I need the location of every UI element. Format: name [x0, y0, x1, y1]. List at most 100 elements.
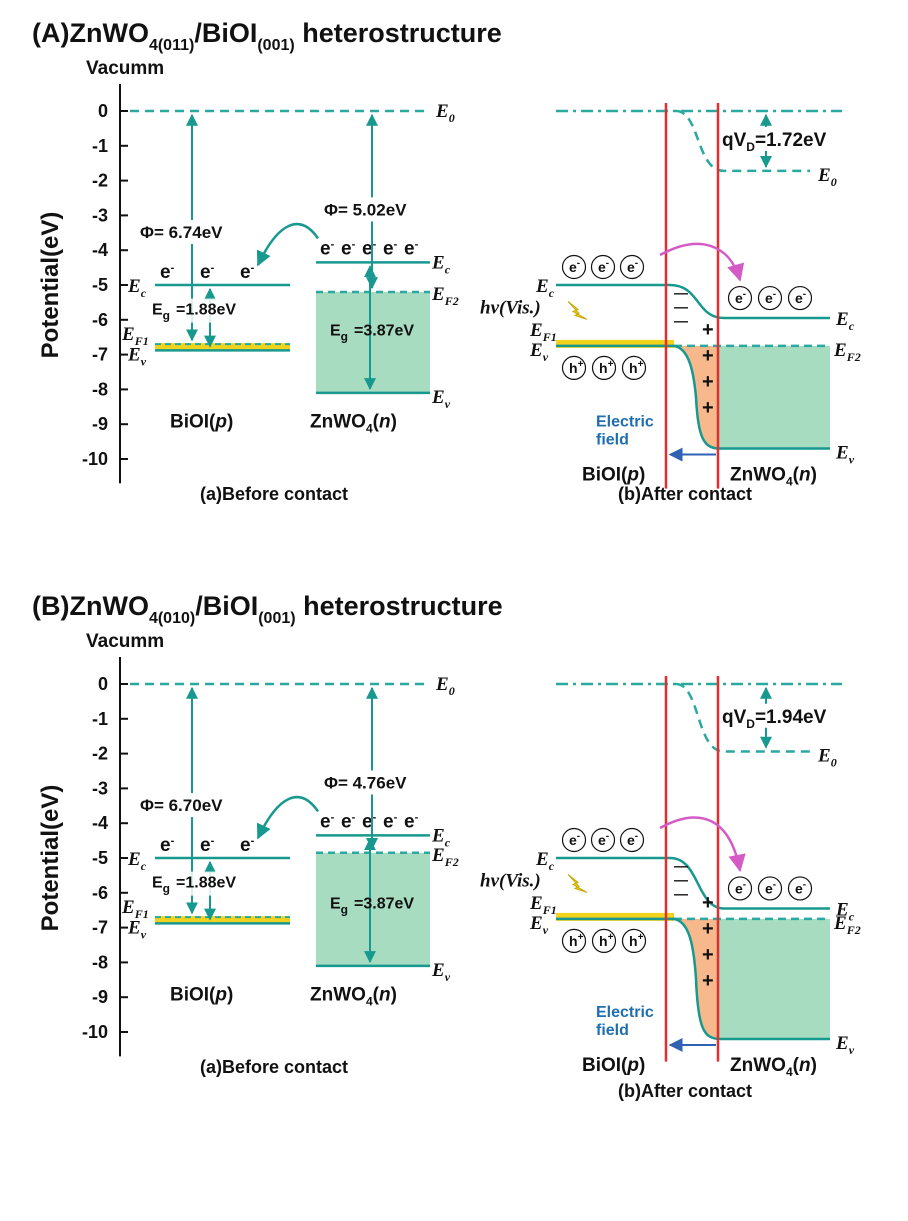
e0-after-label-sub: 0: [831, 175, 837, 189]
y-tick-label: 0: [98, 674, 108, 694]
hole-circle-text: h+: [629, 359, 644, 376]
znwo-ec-label: Ec: [431, 825, 451, 849]
biol-ev-label-sub: v: [141, 927, 147, 941]
e0-after-label-sub: 0: [831, 756, 837, 770]
biol-label-type: p: [214, 412, 227, 433]
znwo-electron: e-: [320, 811, 335, 832]
biol-eg-value: =1.88eV: [176, 875, 236, 892]
biol-eg-prefix: Eg: [152, 875, 170, 896]
biol-electron-3-letter: e: [240, 835, 251, 856]
znwo-label-part: (: [793, 465, 800, 486]
hole-circle-ring: [561, 928, 587, 954]
after-ev-right-label-main: E: [835, 443, 849, 464]
hole-circle-charge: +: [638, 932, 644, 943]
znwo-after-fill: [716, 345, 830, 449]
biol-label-type: p: [214, 985, 227, 1006]
znwo-label-part: ZnWO: [310, 412, 366, 433]
electron-circle-right-charge: -: [743, 879, 746, 890]
biol-ef1-label-sub: F1: [134, 334, 149, 348]
hole-circle-text: h+: [569, 359, 584, 376]
eg-bg: [150, 871, 250, 896]
after-ef2-label-sub: F2: [846, 923, 861, 937]
biol-electron-1: e-: [160, 262, 175, 283]
electron-circle-left-text: e-: [627, 258, 638, 275]
lightning-icon: [567, 874, 588, 893]
y-tick-label: -9: [92, 987, 108, 1007]
negative-charge: —: [674, 885, 688, 901]
photoelectron-transfer-arrow: [659, 816, 746, 873]
biol-electron-2-letter: e: [200, 835, 211, 856]
title-part: heterostructure: [295, 18, 502, 48]
electron-circle-left: e-: [619, 827, 645, 853]
znwo-ef2-label-main: E: [431, 284, 445, 305]
hole-circle: h+: [561, 928, 587, 954]
after-ec-left-label: Ec: [535, 276, 555, 300]
biol-eg-prefix-main: E: [152, 302, 163, 319]
biol-label-part: ): [227, 412, 233, 433]
electron-circle-right-text: e-: [765, 289, 776, 306]
znwo-electron: e-: [341, 238, 356, 259]
znwo-label-type: n: [379, 412, 391, 433]
hole-circle-letter: h: [569, 933, 578, 949]
eg-bg: [150, 298, 250, 323]
title-part: (A)ZnWO: [32, 18, 149, 48]
after-ef1-label-main: E: [529, 893, 543, 914]
electron-circle-left-charge: -: [577, 831, 580, 842]
lightning-icon: [567, 301, 588, 320]
electron-circle-left-letter: e: [598, 832, 606, 848]
znwo-electron: e-: [404, 811, 419, 832]
biol-material-label: BiOI(p): [170, 985, 233, 1006]
znwo-label-part: ): [811, 465, 817, 486]
panel-title: (B)ZnWO4(010)/BiOI(001) heterostructure: [32, 591, 503, 627]
znwo-material-label: ZnWO4(n): [310, 412, 397, 436]
electron-circle-right-ring: [727, 876, 753, 901]
biol-label-part: BiOI(: [582, 465, 628, 486]
title-sub: 4(011): [149, 37, 194, 54]
hole-circle-ring: [591, 355, 617, 380]
znwo-electron-charge: -: [415, 238, 419, 250]
electron-circle-right-charge: -: [773, 289, 776, 300]
electron-circle-right-letter: e: [765, 290, 773, 306]
electron-circle-left-ring: [619, 827, 645, 853]
y-tick-label: -8: [92, 379, 108, 399]
negative-charge: —: [674, 312, 688, 328]
znwo-electron: e-: [383, 811, 398, 832]
electron-circle-left: e-: [619, 254, 645, 280]
biol-label-type: p: [626, 1055, 639, 1076]
hv-label: hv(Vis.): [480, 870, 541, 891]
znwo-eg-prefix: Eg: [330, 322, 348, 343]
title-part: (B)ZnWO: [32, 591, 149, 621]
qvd-part: qV: [722, 130, 747, 151]
znwo-electron-letter: e: [320, 238, 331, 259]
electron-circle-right-letter: e: [765, 880, 773, 896]
znwo-label-part: ): [811, 1055, 817, 1076]
electron-circle-left-text: e-: [569, 258, 580, 275]
biol-phi-label: Φ= 6.70eV: [140, 796, 223, 815]
electron-circle-left: e-: [590, 827, 616, 853]
electron-circle-left-letter: e: [627, 259, 635, 275]
electron-circle-left-ring: [619, 254, 645, 280]
phi-bg: [138, 220, 250, 245]
y-tick-label: -4: [92, 240, 108, 260]
after-ec-left-label: Ec: [535, 849, 555, 873]
qvd-sub: D: [746, 717, 755, 731]
y-tick-label: -7: [92, 918, 108, 938]
biol-ev-label-main: E: [127, 917, 141, 938]
after-ec-left-label-main: E: [535, 276, 549, 297]
hole-circle-text: h+: [599, 932, 614, 949]
biol-eg-prefix-sub: g: [163, 309, 170, 323]
y-tick-label: -3: [92, 205, 108, 225]
positive-charge: +: [702, 944, 714, 966]
electron-circle-right-letter: e: [795, 880, 803, 896]
title-sub: (001): [257, 37, 294, 54]
electron-circle-left-text: e-: [569, 831, 580, 848]
y-tick-label: -9: [92, 414, 108, 434]
znwo-eg-value: =3.87eV: [354, 895, 414, 912]
znwo-electron: e-: [341, 811, 356, 832]
biol-electron-3: e-: [240, 262, 255, 283]
znwo-electron-letter: e: [341, 811, 352, 832]
title-sub: (001): [258, 610, 295, 627]
